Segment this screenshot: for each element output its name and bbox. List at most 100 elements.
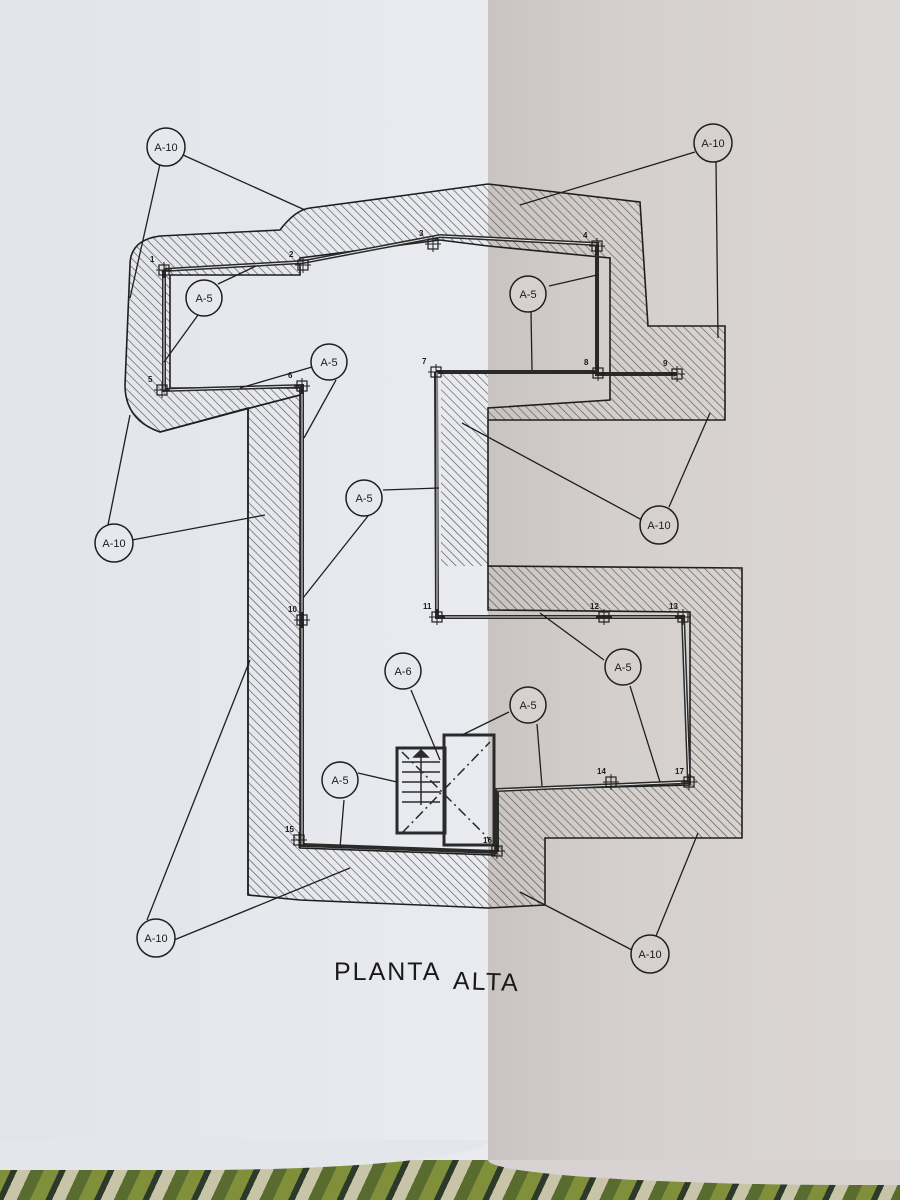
title-word-planta: PLANTA — [334, 958, 442, 986]
pillar-1: 1 — [150, 255, 172, 278]
callout-a-5: A-5 — [310, 343, 348, 381]
callout-a-10: A-10 — [136, 918, 176, 958]
pillar-crosshair — [675, 609, 691, 625]
hatched-slab-area — [124, 183, 743, 909]
pillar-crosshair — [294, 612, 310, 628]
pillar-4: 4 — [583, 231, 605, 254]
callout-a-6: A-6 — [384, 652, 422, 690]
callout-circle — [94, 523, 134, 563]
callout-circle — [630, 934, 670, 974]
callout-label: A-6 — [394, 666, 411, 678]
callout-a-5: A-5 — [345, 479, 383, 517]
callout-label: A-5 — [519, 700, 536, 712]
pillar-crosshair — [489, 843, 505, 859]
pillar-number: 13 — [669, 602, 678, 611]
pillar-crosshair — [425, 236, 441, 252]
pillar-number: 11 — [423, 602, 432, 611]
callout-circle — [146, 127, 186, 167]
pillar-number: 17 — [675, 767, 684, 776]
pillar-crosshair — [669, 366, 685, 382]
pillar-number: 15 — [285, 825, 294, 834]
pillar-9: 9 — [663, 359, 685, 382]
pillar-number: 10 — [288, 605, 297, 614]
callout-a-10: A-10 — [639, 505, 679, 545]
callout-label: A-10 — [638, 949, 661, 961]
callout-circle — [384, 652, 422, 690]
callout-circle — [185, 279, 223, 317]
callout-label: A-5 — [519, 289, 536, 301]
pillar-crosshair — [156, 262, 172, 278]
pillar-crosshair — [154, 382, 170, 398]
title-word-alta: ALTA — [452, 966, 521, 998]
pillar-crosshair — [596, 609, 612, 625]
drawing-title: PLANTA ALTA — [334, 958, 521, 997]
callout-a-10: A-10 — [94, 523, 134, 563]
callout-circle — [345, 479, 383, 517]
callout-a-5: A-5 — [604, 648, 642, 686]
callout-circle — [509, 275, 547, 313]
callout-circle — [136, 918, 176, 958]
callout-label: A-5 — [320, 357, 337, 369]
pillar-13: 13 — [669, 602, 691, 625]
callout-a-5: A-5 — [509, 686, 547, 724]
pillar-number: 16 — [483, 836, 492, 845]
callout-label: A-5 — [614, 662, 631, 674]
pillar-crosshair — [590, 365, 606, 381]
callout-circle — [604, 648, 642, 686]
pillar-11: 11 — [423, 602, 445, 625]
pillar-number: 1 — [150, 255, 155, 264]
pillar-2: 2 — [289, 250, 311, 273]
callout-label: A-10 — [102, 538, 125, 550]
pillar-crosshair — [291, 832, 307, 848]
callout-label: A-10 — [647, 520, 670, 532]
callout-a-10: A-10 — [146, 127, 186, 167]
pillar-14: 14 — [597, 767, 619, 790]
pillar-5: 5 — [148, 375, 170, 398]
callout-label: A-10 — [154, 142, 177, 154]
callout-circle — [693, 123, 733, 163]
callout-circle — [321, 761, 359, 799]
pillar-crosshair — [429, 609, 445, 625]
pillar-crosshair — [295, 257, 311, 273]
callout-label: A-10 — [701, 138, 724, 150]
pillar-16: 16 — [483, 836, 505, 859]
stair-block — [395, 733, 496, 847]
callout-label: A-5 — [195, 293, 212, 305]
callout-label: A-5 — [331, 775, 348, 787]
pillar-3: 3 — [419, 229, 441, 252]
pillar-12: 12 — [590, 602, 612, 625]
pillar-17: 17 — [675, 767, 697, 790]
pillar-15: 15 — [285, 825, 307, 848]
pillar-number: 4 — [583, 231, 588, 240]
pillar-number: 2 — [289, 250, 294, 259]
pillar-crosshair — [681, 774, 697, 790]
pillar-crosshair — [294, 378, 310, 394]
pillar-number: 5 — [148, 375, 153, 384]
callout-circle — [639, 505, 679, 545]
pillar-number: 8 — [584, 358, 589, 367]
pillar-crosshair — [603, 774, 619, 790]
pillar-number: 7 — [422, 357, 427, 366]
pillar-number: 3 — [419, 229, 424, 238]
callout-a-10: A-10 — [693, 123, 733, 163]
callout-a-5: A-5 — [509, 275, 547, 313]
callout-a-5: A-5 — [321, 761, 359, 799]
pillar-number: 12 — [590, 602, 599, 611]
pillar-number: 6 — [288, 371, 293, 380]
pillar-number: 9 — [663, 359, 668, 368]
pillar-10: 10 — [288, 605, 310, 628]
pillar-crosshair — [428, 364, 444, 380]
callout-a-5: A-5 — [185, 279, 223, 317]
callout-circle — [310, 343, 348, 381]
pillar-crosshair — [589, 238, 605, 254]
callout-a-10: A-10 — [630, 934, 670, 974]
callout-label: A-5 — [355, 493, 372, 505]
callout-circle — [509, 686, 547, 724]
pillar-7: 7 — [422, 357, 444, 380]
pillar-number: 14 — [597, 767, 606, 776]
pillar-6: 6 — [288, 371, 310, 394]
pillar-8: 8 — [584, 358, 606, 381]
